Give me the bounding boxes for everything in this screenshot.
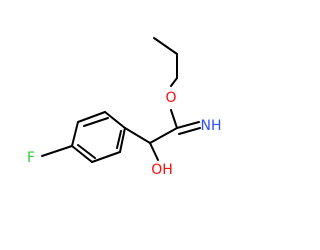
bond-ring-f (41, 145, 73, 157)
ring-inner-bond-1 (83, 117, 109, 127)
imine-nitrogen-label: NH (201, 118, 222, 134)
bond-ethyl-ch3-ch2 (153, 37, 178, 55)
ring-bond-2 (77, 111, 106, 123)
bond-c-alpha (149, 127, 178, 144)
bond-ch2-ester-o (170, 77, 178, 87)
bond-c-n-double-2 (178, 127, 201, 135)
hydroxyl-oxygen-label: OH (151, 162, 173, 178)
ring-bond-3 (71, 121, 79, 147)
ester-oxygen-label: O (165, 90, 176, 106)
bond-ester-o-c (170, 109, 178, 129)
ring-bond-1 (104, 111, 126, 129)
ring-bond-5 (91, 151, 121, 163)
molecule-structure: F O NH OH (27, 37, 222, 178)
ring-bond-4 (71, 145, 93, 163)
structure-canvas: F O NH OH (26, 37, 222, 178)
bond-c-n-double-1 (176, 121, 200, 129)
bond-alpha-oh (149, 142, 159, 161)
ring-inner-bond-2 (77, 144, 96, 159)
bond-alpha-ring (124, 127, 151, 144)
ring-bond-6 (119, 127, 126, 153)
fluorine-label: F (27, 150, 35, 166)
ring-inner-bond-3 (116, 130, 122, 149)
